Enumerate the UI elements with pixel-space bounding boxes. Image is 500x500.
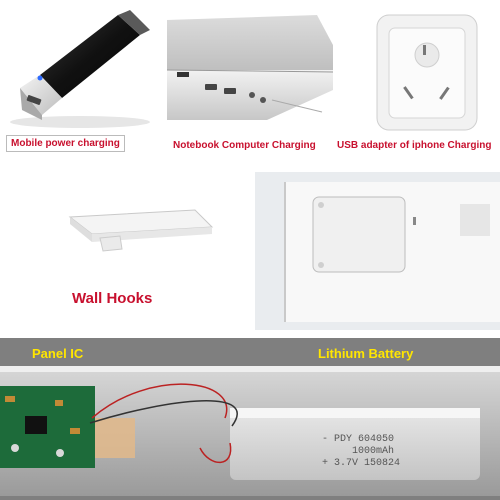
mobile-power-caption: Mobile power charging [6, 135, 125, 152]
usb-adapter-panel: USB adapter of iphone Charging [337, 0, 500, 160]
wall-socket-photo [376, 14, 478, 131]
device-back-panel [255, 172, 500, 330]
battery-label-line1: - PDY 604050 [322, 434, 395, 445]
battery-label-line3: + 3.7V 150824 [322, 458, 401, 469]
lithium-battery-label: Lithium Battery [318, 346, 414, 361]
usb-adapter-caption: USB adapter of iphone Charging [337, 140, 492, 151]
battery-label-line2: 1000mAh [352, 446, 395, 457]
battery-printed-label: - PDY 604050 1000mAh + 3.7V 150824 [322, 434, 482, 470]
power-bank-photo [10, 10, 150, 128]
internals-panel: Panel IC Lithium Battery - PDY 604050 10… [0, 338, 500, 500]
panel-ic-label: Panel IC [32, 346, 84, 361]
laptop-photo [167, 15, 333, 120]
wall-hooks-caption: Wall Hooks [72, 290, 153, 307]
internals-photo [0, 338, 500, 500]
notebook-caption: Notebook Computer Charging [173, 140, 316, 151]
device-back-photo [255, 172, 500, 330]
wall-hooks-panel: Wall Hooks [0, 172, 243, 330]
notebook-panel: Notebook Computer Charging [167, 0, 333, 160]
wall-hook-photo [68, 209, 214, 252]
mobile-power-panel: Mobile power charging [0, 0, 163, 160]
